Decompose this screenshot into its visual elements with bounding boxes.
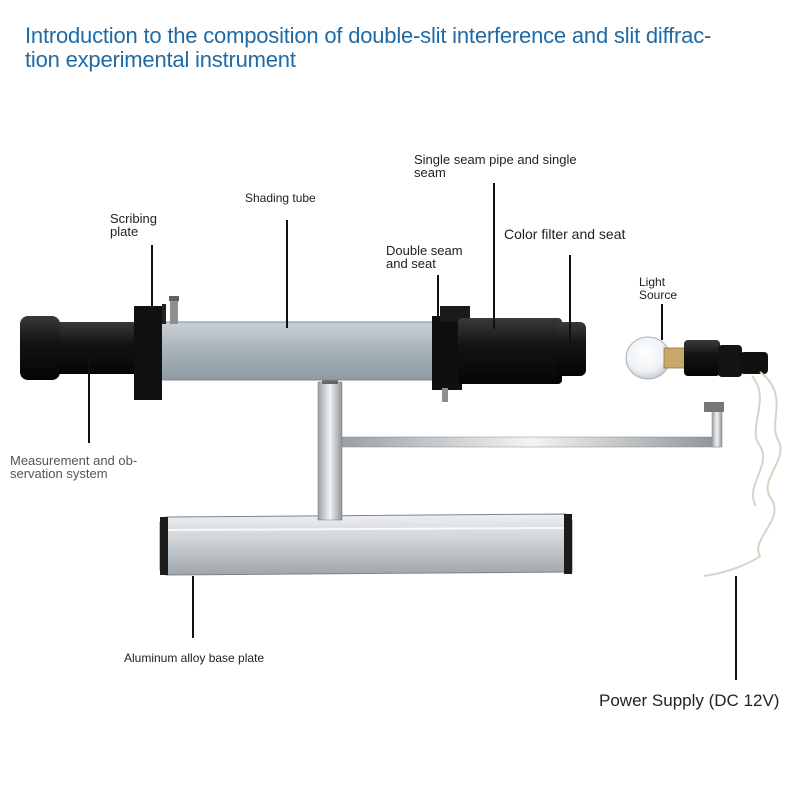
page-title: Introduction to the composition of doubl… xyxy=(25,23,712,72)
single-seam-pipe xyxy=(458,318,586,384)
leader-power-supply xyxy=(735,576,737,680)
leader-single-seam xyxy=(493,183,495,329)
label-measurement: Measurement and ob- servation system xyxy=(10,453,138,481)
leader-scribing-plate xyxy=(151,245,153,317)
light-bulb xyxy=(625,336,768,380)
leader-double-seam xyxy=(437,275,439,320)
leader-measurement xyxy=(88,357,90,443)
label-power-supply: Power Supply (DC 12V) xyxy=(599,691,780,710)
label-base-plate: Aluminum alloy base plate xyxy=(124,651,265,665)
leader-shading-tube xyxy=(286,220,288,328)
leader-base-plate xyxy=(192,576,194,638)
shading-tube xyxy=(149,321,451,381)
aluminum-base-plate xyxy=(159,513,573,576)
label-single-seam: Single seam pipe and single seam xyxy=(414,152,577,180)
support-post xyxy=(317,376,343,521)
light-arm xyxy=(341,402,724,448)
label-scribing-plate: Scribing plate xyxy=(110,211,157,239)
label-light-source: Light Source xyxy=(639,275,678,302)
label-double-seam: Double seam and seat xyxy=(386,243,463,271)
leader-color-filter xyxy=(569,255,571,343)
label-shading-tube: Shading tube xyxy=(245,191,316,205)
label-color-filter: Color filter and seat xyxy=(504,226,626,242)
leader-light-source xyxy=(661,304,663,340)
slit-holder xyxy=(432,306,470,402)
power-cord xyxy=(703,371,782,577)
eyepiece xyxy=(20,296,179,400)
